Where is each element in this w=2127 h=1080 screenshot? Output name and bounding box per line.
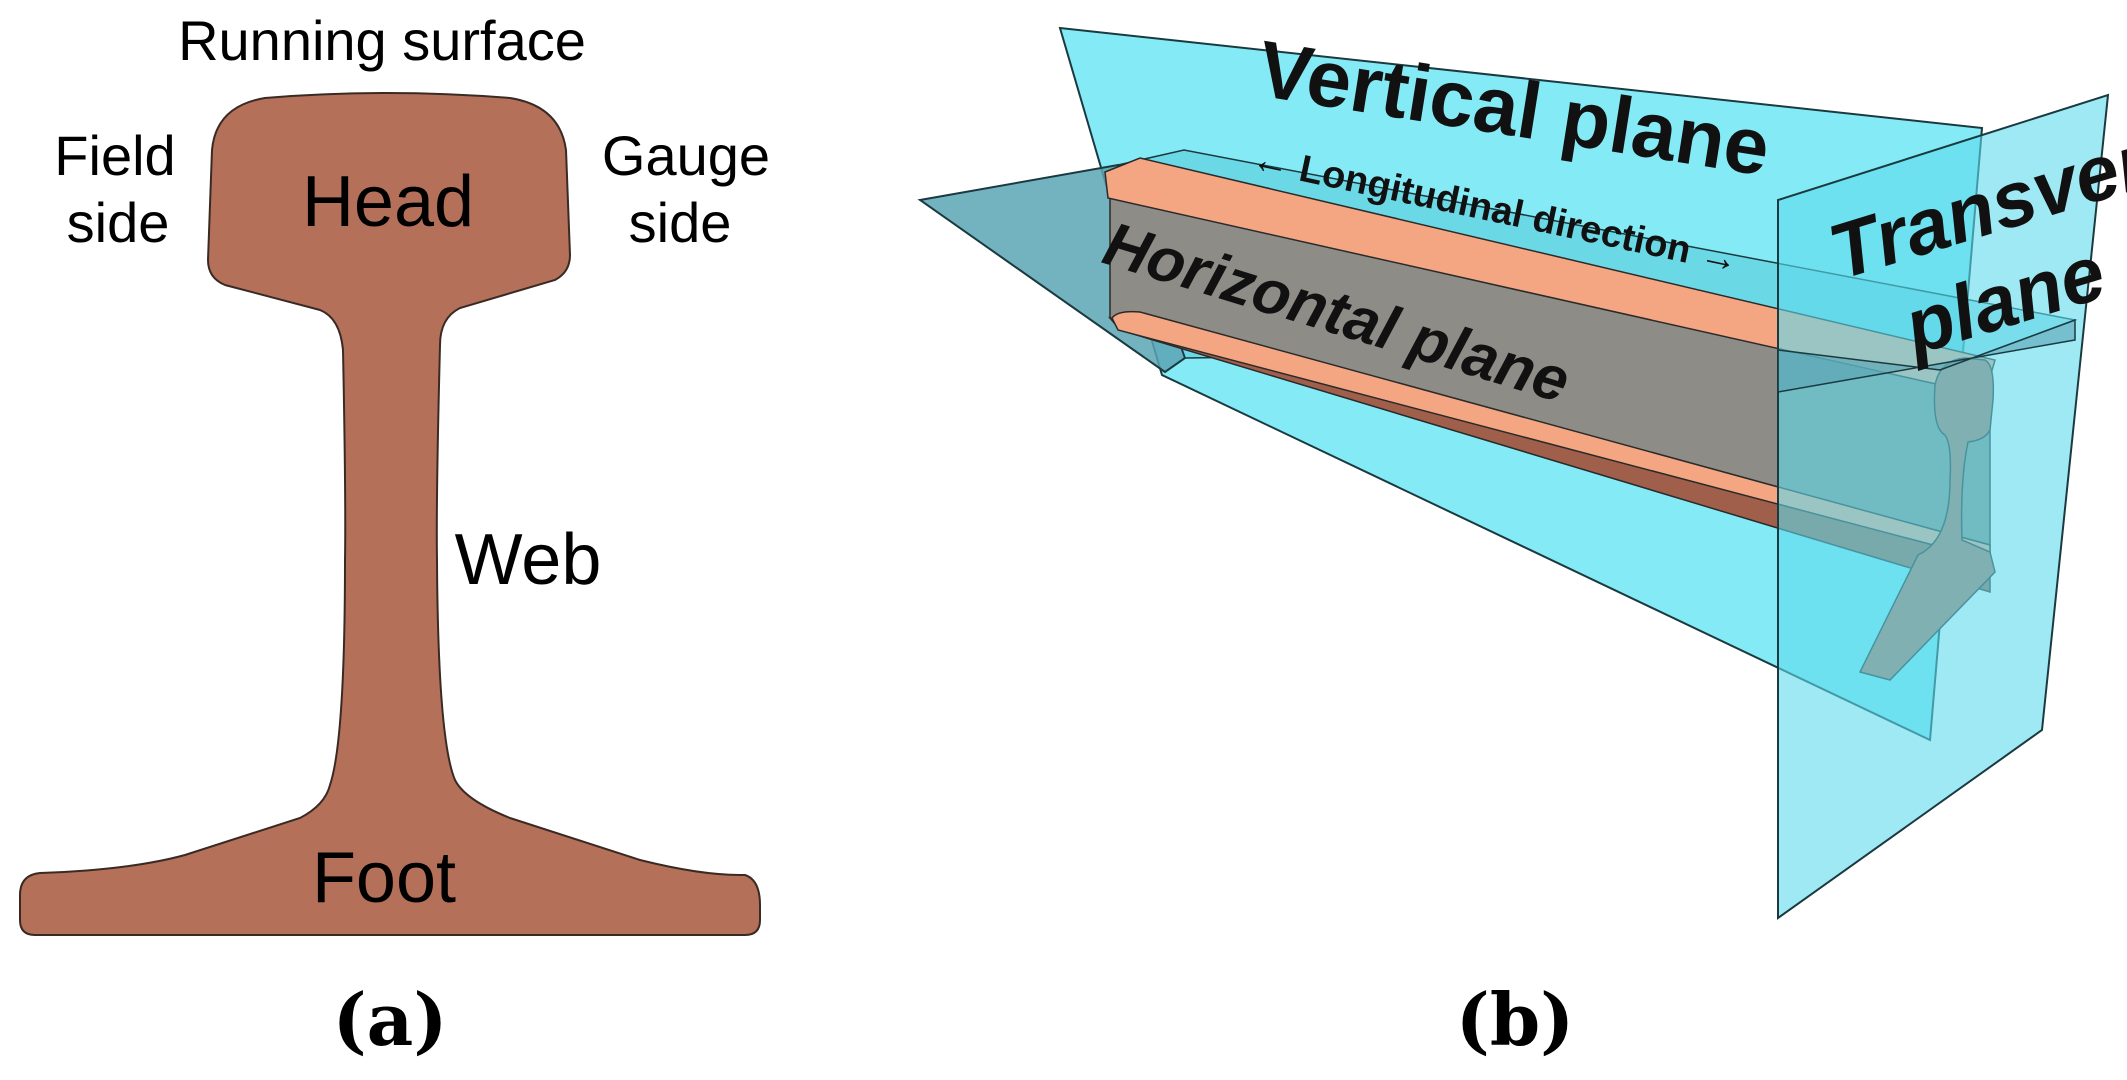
- horizontal-plane-right: [1777, 318, 2076, 393]
- panel-b-caption: (b): [1456, 977, 1574, 1062]
- field-side-label-line1: Field: [54, 124, 175, 187]
- foot-label: Foot: [312, 838, 456, 918]
- rail-profile: [19, 92, 761, 936]
- panel-a-caption: (a): [333, 977, 448, 1062]
- panel-a: Running surface Field side Gauge side He…: [19, 9, 770, 1062]
- web-label: Web: [455, 520, 602, 600]
- transverse-plane: [1777, 93, 2110, 920]
- panel-b: Vertical plane ← Longitudinal direction …: [917, 24, 2127, 1062]
- head-label: Head: [302, 162, 474, 242]
- gauge-side-label-line2: side: [629, 191, 732, 254]
- gauge-side-label-line1: Gauge: [602, 124, 770, 187]
- field-side-label-line2: side: [67, 191, 170, 254]
- running-surface-label: Running surface: [178, 9, 586, 72]
